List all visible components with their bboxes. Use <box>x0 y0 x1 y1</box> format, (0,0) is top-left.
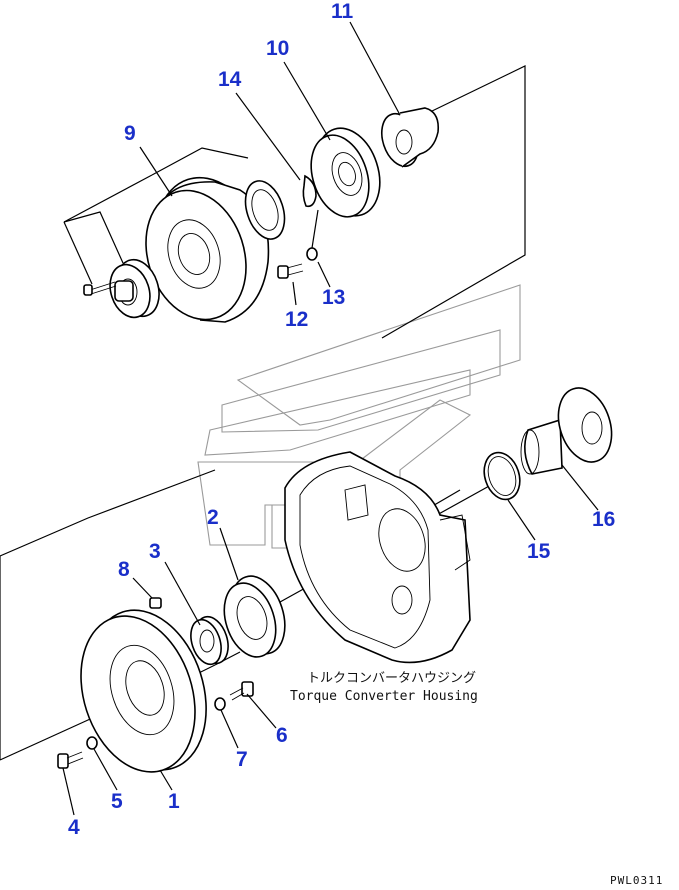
callout-15: 15 <box>527 540 551 563</box>
snap-ring <box>302 174 317 208</box>
part-13-washer <box>306 247 318 261</box>
caption-english: Torque Converter Housing <box>290 689 478 704</box>
callout-7: 7 <box>236 748 248 771</box>
callout-5: 5 <box>111 790 123 813</box>
callout-4: 4 <box>68 816 80 839</box>
part-4-bolt <box>57 751 84 769</box>
callout-11: 11 <box>331 0 354 23</box>
flywheel-hub <box>109 258 160 319</box>
part-7-washer <box>214 697 226 711</box>
callout-12: 12 <box>285 308 308 331</box>
part-3-bearing <box>190 615 229 666</box>
callout-13: 13 <box>322 286 345 309</box>
part-5-washer <box>86 736 98 750</box>
callout-1: 1 <box>168 790 180 813</box>
upper-frame-lines <box>63 65 526 339</box>
part-11-coupling <box>381 107 440 168</box>
callout-16: 16 <box>592 508 615 531</box>
part-12-bolt <box>277 263 304 279</box>
part-2-gear <box>223 575 286 658</box>
leader-lines <box>62 21 599 816</box>
part-6-bolt <box>229 681 254 701</box>
callout-9: 9 <box>124 122 136 145</box>
torque-converter-housing <box>284 451 471 664</box>
callout-numbers: 1 2 3 4 5 6 7 8 9 10 11 12 13 14 15 16 <box>68 0 615 839</box>
part-8-bolt <box>149 597 162 609</box>
hub-bolt <box>83 281 117 296</box>
drawing-code: PWL0311 <box>610 874 663 887</box>
callout-3: 3 <box>149 540 161 563</box>
part-14-plate <box>244 180 286 240</box>
flywheel-disc <box>145 176 270 323</box>
part-10-housing <box>310 127 381 218</box>
part-1-plate <box>80 609 207 773</box>
part-15-oring <box>483 451 521 501</box>
callout-2: 2 <box>207 506 219 529</box>
callout-8: 8 <box>118 558 130 581</box>
part-16-flange <box>520 387 613 475</box>
caption-japanese: トルクコンバータハウジング <box>307 671 476 686</box>
callout-10: 10 <box>266 37 289 60</box>
callout-6: 6 <box>276 724 288 747</box>
callout-14: 14 <box>218 68 242 91</box>
